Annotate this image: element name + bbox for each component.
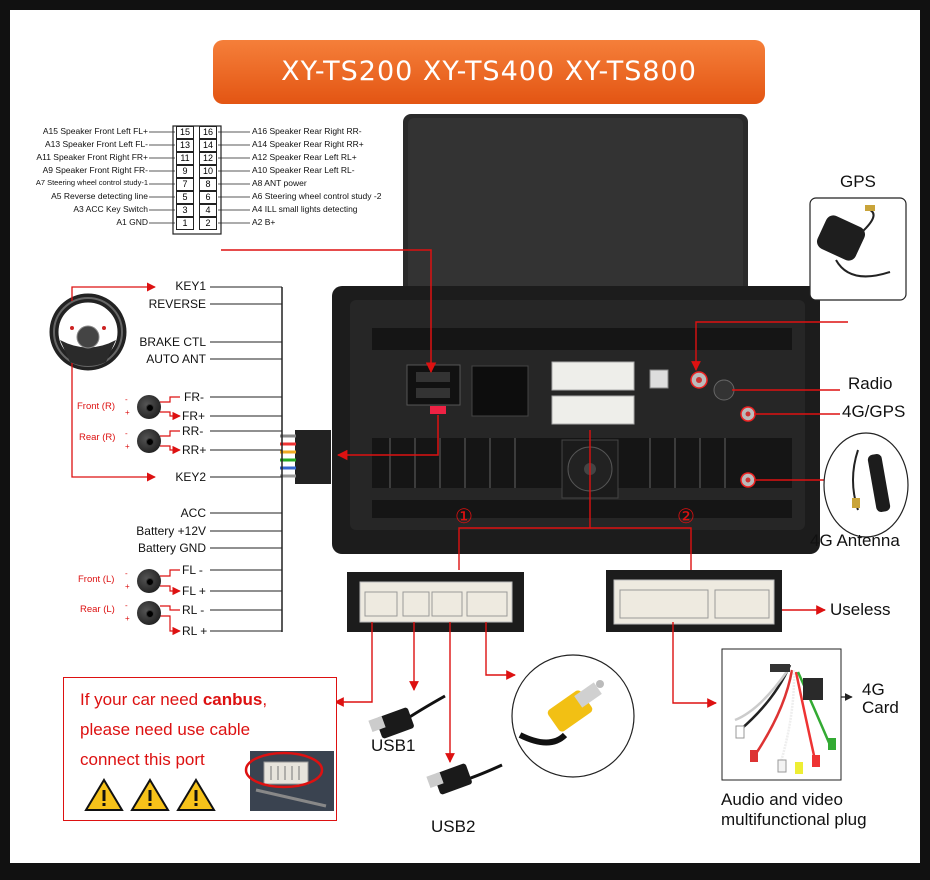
wire-acc: ACC: [180, 506, 206, 520]
pin-number: 8: [199, 178, 217, 191]
pin-number: 2: [199, 217, 217, 230]
speaker-plus: +: [125, 408, 130, 417]
speaker-front-l-label: Front (L): [78, 574, 115, 585]
speaker-plus: +: [125, 442, 130, 451]
canbus-line-3: connect this port: [80, 750, 205, 769]
pin-number: 5: [176, 191, 194, 204]
connector-2-number: ②: [677, 506, 695, 528]
usb2-label: USB2: [431, 817, 476, 836]
pin-label: A8 ANT power: [252, 178, 307, 188]
wire-key2: KEY2: [175, 470, 206, 484]
diagram-canvas: XY-TS200 XY-TS400 XY-TS800: [10, 10, 920, 863]
speaker-icon: [137, 395, 161, 419]
pin-label: A4 ILL small lights detecting: [252, 204, 358, 214]
speaker-rear-r-label: Rear (R): [79, 432, 116, 443]
pin-label: A1 GND: [116, 217, 148, 227]
4g-card-label-1: 4G: [862, 680, 885, 699]
4g-antenna-label: 4G Antenna: [810, 531, 900, 550]
pin-number: 12: [199, 152, 217, 165]
wire-reverse: REVERSE: [148, 297, 206, 311]
wire-battery-gnd: Battery GND: [137, 541, 206, 555]
wire-key1: KEY1: [175, 279, 206, 293]
av-plug-label-2: multifunctional plug: [721, 810, 867, 829]
wire-brake: BRAKE CTL: [139, 335, 206, 349]
wire-rl-minus: RL -: [182, 603, 205, 617]
wire-fl-plus: FL +: [182, 584, 206, 598]
pin-label: A7 Steering wheel control study-1: [35, 178, 148, 187]
wire-auto-ant: AUTO ANT: [146, 352, 206, 366]
usb1-label: USB1: [371, 736, 416, 755]
pin-number: 15: [176, 126, 194, 139]
4g-gps-label: 4G/GPS: [842, 402, 906, 421]
speaker-icon: [137, 429, 161, 453]
speaker-rear-l-label: Rear (L): [80, 604, 115, 615]
wire-rl-plus: RL +: [182, 624, 208, 638]
speaker-minus: -: [125, 429, 128, 438]
pin-number: 10: [199, 165, 217, 178]
wire-fl-minus: FL -: [182, 563, 203, 577]
connector-1-number: ①: [455, 506, 473, 528]
wire-rr-minus: RR-: [182, 424, 204, 438]
pin-number: 7: [176, 178, 194, 191]
av-plug-label-1: Audio and video: [721, 790, 843, 809]
pin-number: 3: [176, 204, 194, 217]
wiring-svg: [49, 114, 909, 795]
pin-label: A11 Speaker Front Right FR+: [36, 152, 148, 162]
speaker-minus: -: [125, 601, 128, 610]
pin-label: A12 Speaker Rear Left RL+: [252, 152, 357, 162]
pin-number: 13: [176, 139, 194, 152]
pin-number: 1: [176, 217, 194, 230]
speaker-plus: +: [125, 614, 130, 623]
pin-label: A15 Speaker Front Left FL+: [42, 126, 148, 136]
canbus-note: If your car need canbus, please need use…: [63, 677, 337, 821]
speaker-minus: -: [125, 395, 128, 404]
4g-card-label-2: Card: [862, 698, 899, 717]
wire-rr-plus: RR+: [182, 443, 207, 457]
speaker-minus: -: [125, 569, 128, 578]
page-title: XY-TS200 XY-TS400 XY-TS800: [213, 40, 765, 104]
warning-icons: [84, 751, 334, 811]
speaker-icon: [137, 601, 161, 625]
pin-label: A9 Speaker Front Right FR-: [42, 165, 148, 175]
pin-number: 14: [199, 139, 217, 152]
pin-number: 11: [176, 152, 194, 165]
pin-label: A5 Reverse detecting line: [51, 191, 148, 201]
canbus-line-2: please need use cable: [80, 720, 251, 739]
speaker-plus: +: [125, 582, 130, 591]
pin-number: 16: [199, 126, 217, 139]
wire-fr-plus: FR+: [182, 409, 206, 423]
canbus-keyword: canbus: [202, 690, 263, 709]
pin-number: 4: [199, 204, 217, 217]
pin-label: A2 B+: [252, 217, 276, 227]
gps-label: GPS: [840, 172, 876, 191]
pin-label: A6 Steering wheel control study -2: [252, 191, 382, 201]
pin-label: A13 Speaker Front Left FL-: [45, 139, 148, 149]
speaker-icon: [137, 569, 161, 593]
canbus-line-1: If your car need canbus,: [80, 690, 268, 709]
pin-label: A3 ACC Key Switch: [73, 204, 148, 214]
speaker-front-r-label: Front (R): [77, 401, 115, 412]
pin-label: A10 Speaker Rear Left RL-: [252, 165, 355, 175]
radio-label: Radio: [848, 374, 893, 393]
pin-number: 9: [176, 165, 194, 178]
wire-battery-12v: Battery +12V: [136, 524, 206, 538]
useless-label: Useless: [830, 600, 891, 619]
pin-number: 6: [199, 191, 217, 204]
pin-label: A16 Speaker Rear Right RR-: [252, 126, 362, 136]
wire-fr-minus: FR-: [184, 390, 204, 404]
pin-label: A14 Speaker Rear Right RR+: [252, 139, 364, 149]
